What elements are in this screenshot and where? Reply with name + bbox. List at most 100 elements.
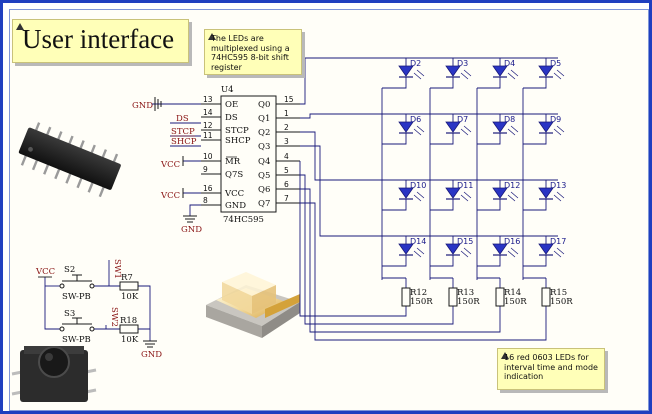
led: D2 bbox=[382, 58, 425, 89]
led-ref: D12 bbox=[504, 181, 520, 190]
resistor-r7-body bbox=[119, 281, 139, 291]
ic-pin-name: GND bbox=[225, 201, 246, 211]
ic-pin-name: Q4 bbox=[258, 157, 270, 167]
switch-net-sw1: SW1 bbox=[112, 259, 122, 279]
row-wire bbox=[300, 145, 558, 237]
resistor-value: 150R bbox=[504, 297, 527, 307]
ic-pin-name: Q3 bbox=[258, 142, 270, 152]
row-wire bbox=[300, 131, 558, 181]
ic-pin-name: Q7S bbox=[225, 170, 243, 180]
led-ref: D4 bbox=[504, 59, 515, 68]
led: D11 bbox=[430, 180, 473, 211]
led: D3 bbox=[430, 58, 472, 89]
led: D4 bbox=[477, 58, 519, 89]
net-ds: DS bbox=[176, 114, 189, 124]
net-vcc-mr: VCC bbox=[160, 160, 180, 170]
gnd-bottom-symbol bbox=[183, 215, 197, 223]
ic-pin-number: 6 bbox=[284, 180, 289, 189]
net-gnd-oe: GND bbox=[132, 101, 153, 111]
led-ref: D11 bbox=[457, 181, 473, 190]
resistor-r7-ref: R7 bbox=[121, 273, 133, 283]
ic-pin-name: VCC bbox=[224, 189, 244, 199]
net-stcp: STCP bbox=[171, 127, 195, 137]
net-gnd-bottom: GND bbox=[181, 225, 202, 235]
resistor-return-wire bbox=[300, 174, 454, 325]
ic-part: 74HC595 bbox=[223, 215, 264, 225]
ic-pin-name: OE bbox=[225, 100, 238, 110]
resistor-value: 150R bbox=[457, 297, 480, 307]
led-ref: D14 bbox=[410, 237, 426, 246]
led-ref: D13 bbox=[550, 181, 566, 190]
ic-pin-name: DS bbox=[225, 113, 238, 123]
page-title: User interface bbox=[22, 24, 175, 54]
resistor-return-wire bbox=[300, 202, 547, 341]
output-wires bbox=[299, 57, 558, 341]
resistor-r18-ref: R18 bbox=[120, 316, 137, 326]
ic-pin-name: Q0 bbox=[258, 100, 270, 110]
resistor-ref: R15 bbox=[550, 288, 567, 298]
ic-pin-name: Q7 bbox=[258, 199, 270, 209]
led: D9 bbox=[523, 114, 565, 145]
resistor-r18-body bbox=[119, 324, 139, 334]
ic-pin-number: 16 bbox=[203, 184, 213, 193]
title-note: User interface bbox=[12, 19, 189, 63]
ic-pin-number: 11 bbox=[203, 131, 213, 140]
ic-pin-number: 1 bbox=[284, 109, 289, 118]
smd-led-image bbox=[206, 272, 300, 338]
ic-pin-number: 14 bbox=[203, 108, 213, 117]
multiplex-note-text: The LEDs are multiplexed using a 74HC595… bbox=[211, 34, 290, 72]
ic-pins bbox=[201, 103, 300, 206]
switch-s2-type: SW-PB bbox=[62, 292, 91, 302]
ic-pin-name: SHCP bbox=[225, 136, 251, 146]
net-vcc-supply: VCC bbox=[160, 191, 180, 201]
switch-gnd-symbol bbox=[143, 340, 157, 348]
ic-pin-name: STCP bbox=[225, 126, 249, 136]
ic-pin-name: Q6 bbox=[258, 185, 270, 195]
ic-pin-number: 10 bbox=[203, 152, 213, 161]
soic-chip-image bbox=[18, 122, 121, 198]
resistor-ref: R13 bbox=[457, 288, 474, 298]
led: D17 bbox=[523, 236, 566, 267]
led-ref: D15 bbox=[457, 237, 473, 246]
led: D5 bbox=[523, 58, 565, 89]
led: D8 bbox=[477, 114, 519, 145]
led-ref: D10 bbox=[410, 181, 426, 190]
switch-net-vcc: VCC bbox=[35, 267, 55, 277]
led-note-text: 16 red 0603 LEDs for interval time and m… bbox=[504, 353, 598, 381]
switch-net-sw2: SW2 bbox=[109, 307, 119, 327]
net-shcp: SHCP bbox=[171, 137, 197, 147]
led: D14 bbox=[382, 236, 426, 267]
ic-pin-number: 2 bbox=[284, 123, 289, 132]
led-ref: D6 bbox=[410, 115, 421, 124]
switch-s3-type: SW-PB bbox=[62, 335, 91, 345]
led-ref: D7 bbox=[457, 115, 468, 124]
led-ref: D2 bbox=[410, 59, 421, 68]
ic-pin-name: Q2 bbox=[258, 128, 270, 138]
led: D12 bbox=[477, 180, 520, 211]
led-ref: D5 bbox=[550, 59, 561, 68]
multiplex-note: The LEDs are multiplexed using a 74HC595… bbox=[204, 29, 302, 75]
led: D13 bbox=[523, 180, 566, 211]
resistor-ref: R14 bbox=[504, 288, 521, 298]
switch-s2-ref: S2 bbox=[64, 265, 75, 275]
resistor-return-wire bbox=[299, 161, 407, 317]
ic-pin-labels: 13OE14DS12STCP11SHCP10MR9Q7S16VCC8GND15Q… bbox=[203, 95, 294, 211]
switch-s3-symbol bbox=[59, 317, 95, 332]
gnd-pin-wire bbox=[189, 204, 201, 216]
ic-pin-number: 12 bbox=[203, 121, 213, 130]
ic-pin-number: 15 bbox=[284, 95, 294, 104]
ic-pin-number: 4 bbox=[284, 152, 289, 161]
push-button-image bbox=[11, 346, 97, 402]
led: D6 bbox=[382, 114, 425, 145]
ic-ref: U4 bbox=[221, 85, 234, 95]
ic-pin-number: 3 bbox=[284, 137, 289, 146]
ic-pin-number: 9 bbox=[203, 165, 208, 174]
resistor-value: 150R bbox=[410, 297, 433, 307]
resistor-r18-value: 10K bbox=[121, 335, 139, 345]
